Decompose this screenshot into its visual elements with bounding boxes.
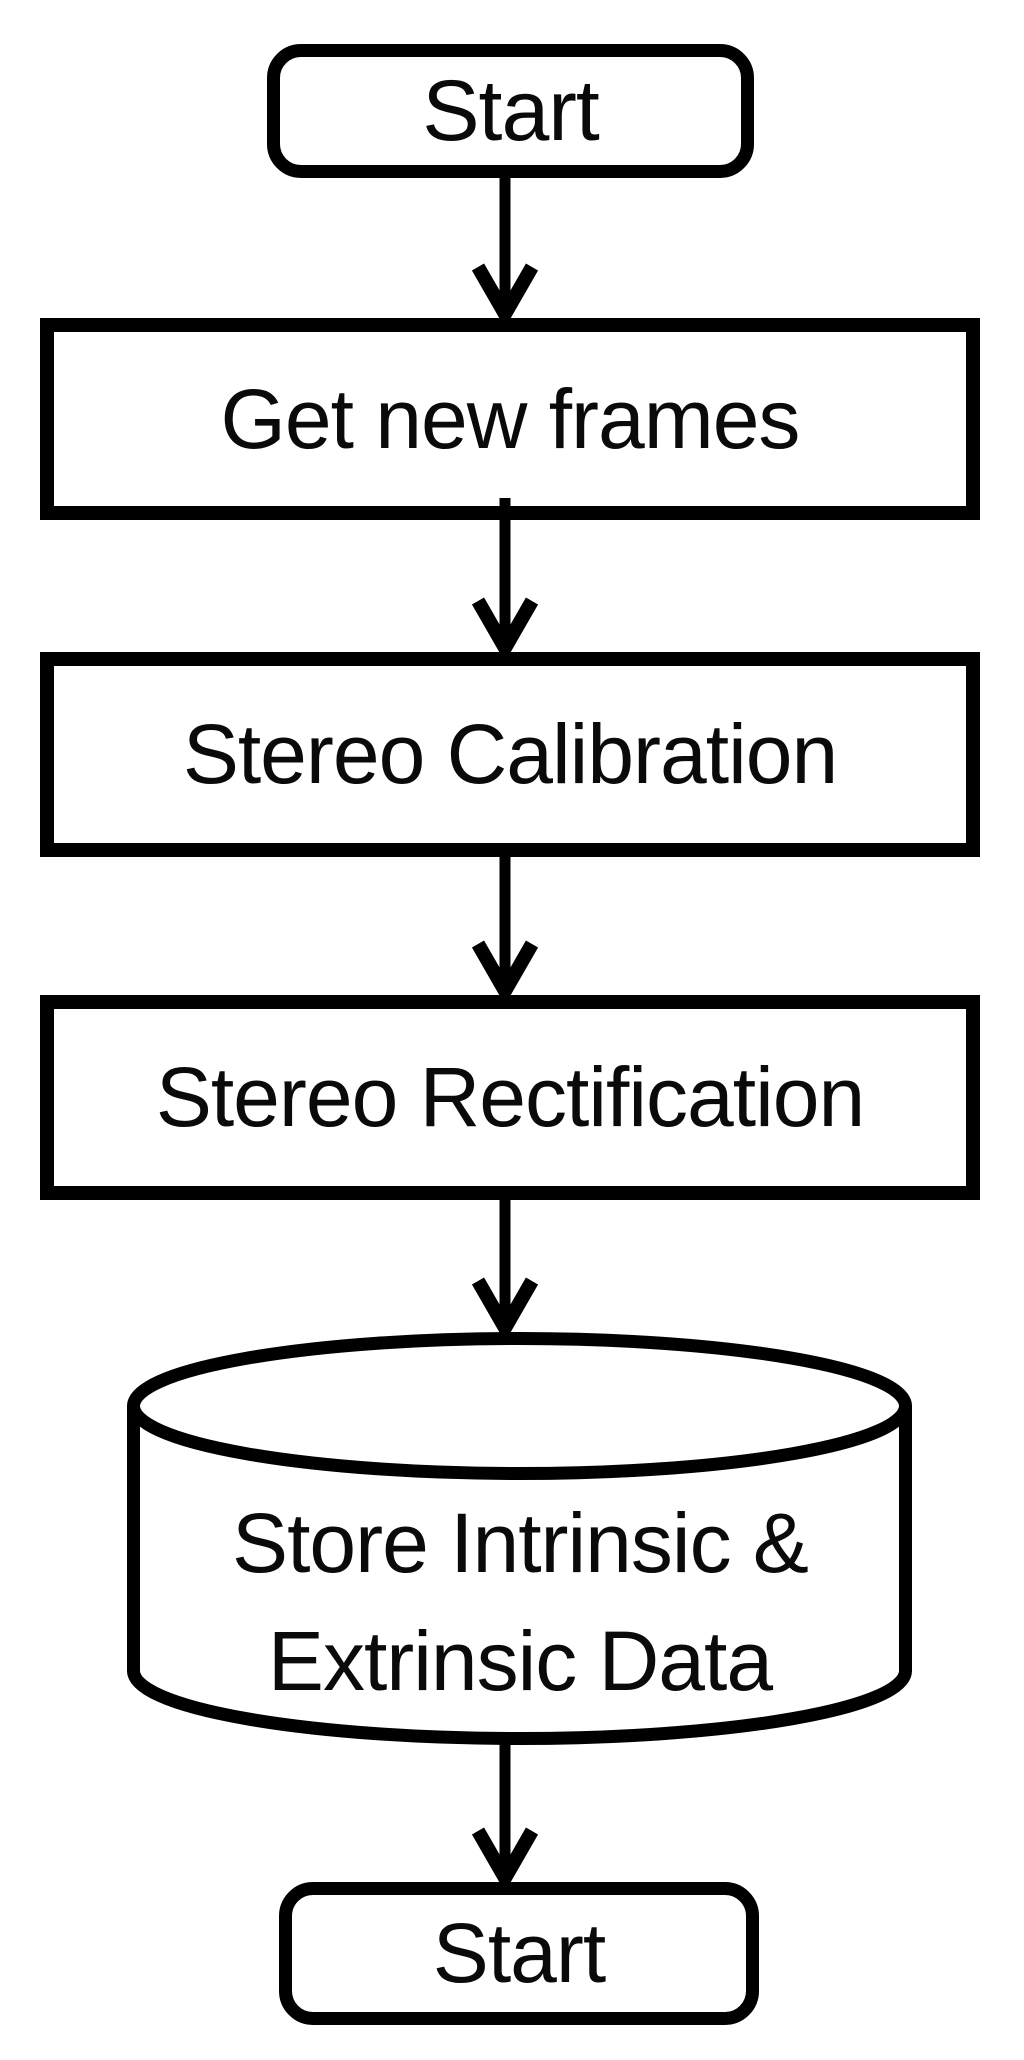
arrow-down-icon-3 bbox=[471, 857, 539, 997]
node-stereo-calibration: Stereo Calibration bbox=[40, 652, 980, 857]
arrow-head-icon bbox=[471, 940, 539, 997]
cylinder-body bbox=[127, 1406, 912, 1745]
node-start-top-label: Start bbox=[422, 62, 600, 159]
store-data-label-line1: Store Intrinsic & bbox=[232, 1496, 809, 1590]
arrow-head-icon bbox=[471, 597, 539, 654]
node-get-new-frames-label: Get new frames bbox=[220, 371, 801, 466]
arrow-head-icon bbox=[471, 1827, 539, 1884]
cylinder-shape bbox=[127, 1332, 912, 1745]
node-store-data-label: Store Intrinsic & Extrinsic Data bbox=[125, 1484, 915, 1720]
arrow-down-icon-2 bbox=[471, 498, 539, 654]
node-start-bottom: Start bbox=[279, 1882, 759, 2025]
node-start-top: Start bbox=[267, 44, 754, 178]
arrow-head-icon bbox=[471, 263, 539, 320]
cylinder-top-ellipse bbox=[127, 1332, 912, 1480]
node-start-bottom-label: Start bbox=[432, 1906, 606, 2000]
arrow-down-icon-4 bbox=[471, 1200, 539, 1334]
node-stereo-calibration-label: Stereo Calibration bbox=[182, 707, 838, 801]
arrow-down-icon-5 bbox=[471, 1738, 539, 1884]
arrow-head-icon bbox=[471, 1277, 539, 1334]
node-stereo-rectification-label: Stereo Rectification bbox=[155, 1050, 865, 1144]
arrow-down-icon-1 bbox=[471, 178, 539, 320]
store-data-label-line2: Extrinsic Data bbox=[267, 1614, 773, 1708]
node-store-intrinsic-extrinsic-data: Store Intrinsic & Extrinsic Data bbox=[125, 1326, 915, 1756]
node-get-new-frames: Get new frames bbox=[40, 318, 980, 520]
node-stereo-rectification: Stereo Rectification bbox=[40, 995, 980, 1200]
